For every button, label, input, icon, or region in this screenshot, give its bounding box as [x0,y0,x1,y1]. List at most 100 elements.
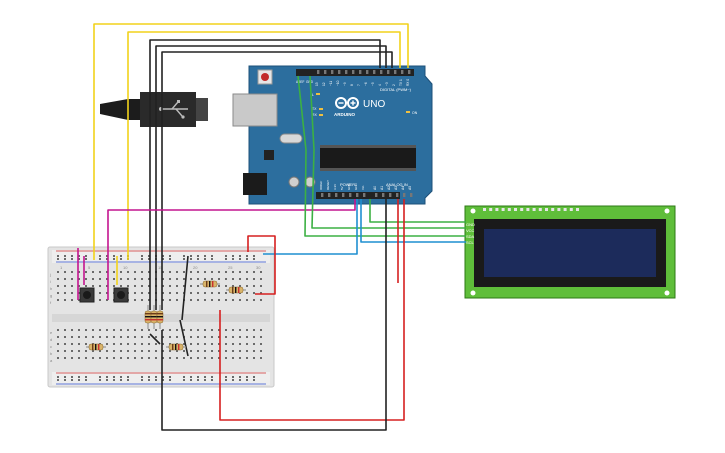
resistor-5[interactable] [156,305,164,329]
analog-pin-label: A2 [387,186,391,190]
row-letter: a [50,358,53,363]
digital-pin-label: 4 [378,84,382,86]
power-pin-label: Vin [361,185,365,190]
lcd-pin-sda: SDA [466,234,475,239]
l-led-label: L [312,93,314,97]
wire-red-rail[interactable] [247,235,276,295]
analog-label: ANALOG IN [386,182,408,187]
power-pin-label: 5V [340,186,344,190]
resistor-2[interactable] [226,286,246,294]
analog-pin-label: A5 [408,186,412,190]
row-letter: e [50,330,53,335]
power-pin-label: RESET [326,180,330,190]
aref-label: AREF [296,80,305,84]
dc-power-jack [243,173,267,195]
digital-pin-label: 13 [315,82,319,86]
on-led [406,111,410,113]
row-letter: d [50,337,52,342]
row-letter: f [50,300,52,305]
resistors[interactable] [86,280,246,351]
digital-label: DIGITAL (PWM~) [380,87,412,92]
l-led [316,93,320,95]
on-label: ON [412,111,418,115]
digital-pin-label: ~11 [329,81,333,86]
row-letter: c [50,344,52,349]
wires[interactable] [77,23,466,431]
wire-green-vcc[interactable] [369,199,466,223]
digital-pin-label: 7 [357,84,361,86]
brand-label: ARDUINO [334,112,355,117]
digital-header[interactable] [296,69,414,76]
crystal-oscillator [279,133,303,144]
wire-black-1[interactable] [149,39,381,310]
lcd-pin-vcc: VCC [466,228,475,233]
column-number: 30 [256,265,261,270]
power-pin-label: IOREF [319,181,323,190]
analog-pin-label: A4 [401,186,405,190]
digital-pin-label: ~5 [371,82,375,86]
wire-black-2[interactable] [155,45,387,310]
wire-yellow-button1[interactable] [93,23,409,260]
wire-black-gnd[interactable] [161,199,387,431]
wire-yellow-button2[interactable] [127,31,401,260]
bottom-power-rail [52,372,270,385]
atmega-chip [320,148,416,168]
column-number: 5 [88,265,91,270]
column-number: 1 [60,265,63,270]
row-letter: i [50,279,51,284]
resistor-7[interactable] [166,343,186,351]
push-button-1[interactable] [79,287,95,303]
power-pin-label: GND [347,183,351,191]
power-pin-label: GND [354,183,358,191]
power-label: POWER [340,182,355,187]
usb-b-port [232,93,278,127]
digital-pin-label: ~10 [336,80,340,86]
wire-magenta-5v[interactable] [107,199,356,300]
digital-pin-label: ~6 [364,82,368,86]
digital-pin-label: ~9 [343,82,347,86]
model-label: UNO [363,99,385,110]
voltage-regulator [264,150,274,160]
digital-pin-label: ~3 [385,82,389,86]
digital-pin-label: 8 [350,84,354,86]
rx-label: RX [312,113,318,117]
tx-label: TX [312,107,317,111]
reset-button-cap [261,73,269,81]
analog-pin-label: A0 [373,186,377,190]
lcd-pin-scl: SCL [466,240,475,245]
arduino-logo [335,97,359,109]
wire-blue-rail[interactable] [263,199,358,255]
push-button-2[interactable] [113,287,129,303]
jumper-black[interactable] [181,255,189,321]
column-number: 15 [158,265,163,270]
analog-pin-label: A1 [380,186,384,190]
row-letter: j [49,272,51,277]
capacitor [288,176,300,188]
wire-black-3[interactable] [161,51,393,310]
row-letter: h [50,286,52,291]
resistor-4[interactable] [150,305,158,329]
resistor-3[interactable] [144,305,152,329]
wire-red-analog[interactable] [219,199,405,421]
wire-green-scl[interactable] [309,75,466,229]
digital-pin-label: RX 0 [406,79,410,86]
power-pin-label: 3.3V [333,184,337,190]
column-number: 10 [123,265,128,270]
resistor-6[interactable] [86,343,106,351]
digital-pin-label: TX 1 [399,79,403,86]
lcd-header-pins [483,208,579,211]
row-letter: b [50,351,53,356]
digital-pin-label: 2 [392,84,396,86]
usb-symbol-icon [159,100,188,119]
lcd-screen [484,229,656,277]
digital-pin-label: 12 [322,82,326,86]
wire-blue-gnd[interactable] [360,199,466,243]
lcd-display[interactable]: GND VCC SDA SCL [464,205,676,299]
usb-cable[interactable] [100,92,208,127]
resistor-1[interactable] [200,280,220,288]
analog-pin-label: A3 [394,186,398,190]
